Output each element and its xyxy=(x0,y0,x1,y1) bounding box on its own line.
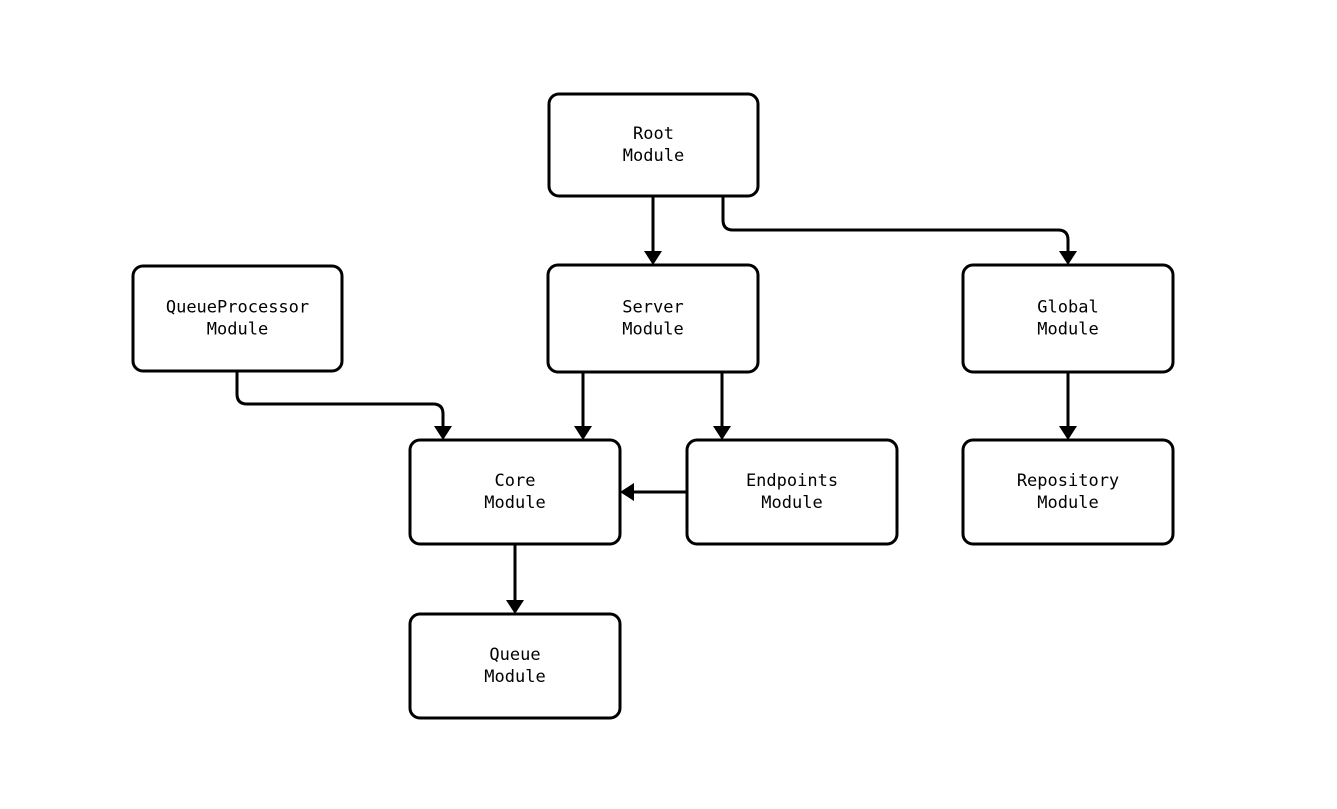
edge-root-to-server-arrowhead xyxy=(644,251,662,265)
core-module-label-line: Core xyxy=(495,471,536,491)
queue-module-label-line: Queue xyxy=(489,645,540,665)
global-module-label-line: Module xyxy=(1037,320,1098,340)
edge-server-to-core-arrowhead xyxy=(574,426,592,440)
edge-server-to-core xyxy=(574,372,592,440)
edge-root-to-global-line xyxy=(721,196,1070,252)
edge-queueprocessor-to-core-line xyxy=(235,371,445,427)
endpoints-module-label-line: Endpoints xyxy=(746,471,838,491)
edges-layer xyxy=(235,196,1077,614)
edge-global-to-repository xyxy=(1059,372,1077,440)
edge-queueprocessor-to-core-arrowhead xyxy=(434,426,452,440)
server-module-label-line: Module xyxy=(622,320,683,340)
queueprocessor-module-label-line: QueueProcessor xyxy=(166,298,309,318)
repository-module-box[interactable] xyxy=(961,438,1175,546)
edge-core-to-queue xyxy=(506,544,524,614)
edge-endpoints-to-core xyxy=(620,483,687,501)
endpoints-module-label-line: Module xyxy=(761,493,822,513)
edge-core-to-queue-arrowhead xyxy=(506,600,524,614)
edge-queueprocessor-to-core xyxy=(235,371,452,440)
repository-module-label-line: Module xyxy=(1037,493,1098,513)
queue-module-box[interactable] xyxy=(408,612,622,720)
server-module-box[interactable] xyxy=(546,263,760,374)
edge-global-to-repository-arrowhead xyxy=(1059,426,1077,440)
edge-endpoints-to-core-arrowhead xyxy=(620,483,634,501)
queueprocessor-module-label-line: Module xyxy=(207,320,268,340)
queueprocessor-module-box[interactable] xyxy=(131,264,344,373)
core-module-label-line: Module xyxy=(484,493,545,513)
global-module-box[interactable] xyxy=(961,263,1175,374)
edge-server-to-endpoints xyxy=(713,372,731,440)
edge-server-to-endpoints-arrowhead xyxy=(713,426,731,440)
core-module-box[interactable] xyxy=(408,438,622,546)
root-module-box[interactable] xyxy=(547,92,760,198)
edge-root-to-global xyxy=(721,196,1077,265)
edge-root-to-global-arrowhead xyxy=(1059,251,1077,265)
global-module-label-line: Global xyxy=(1037,298,1098,318)
root-module-label-line: Root xyxy=(633,124,674,144)
server-module-label-line: Server xyxy=(622,298,683,318)
repository-module-label-line: Repository xyxy=(1017,471,1119,491)
root-module-label-line: Module xyxy=(623,146,684,166)
edge-root-to-server xyxy=(644,196,662,265)
endpoints-module-box[interactable] xyxy=(685,438,899,546)
queue-module-label-line: Module xyxy=(484,667,545,687)
